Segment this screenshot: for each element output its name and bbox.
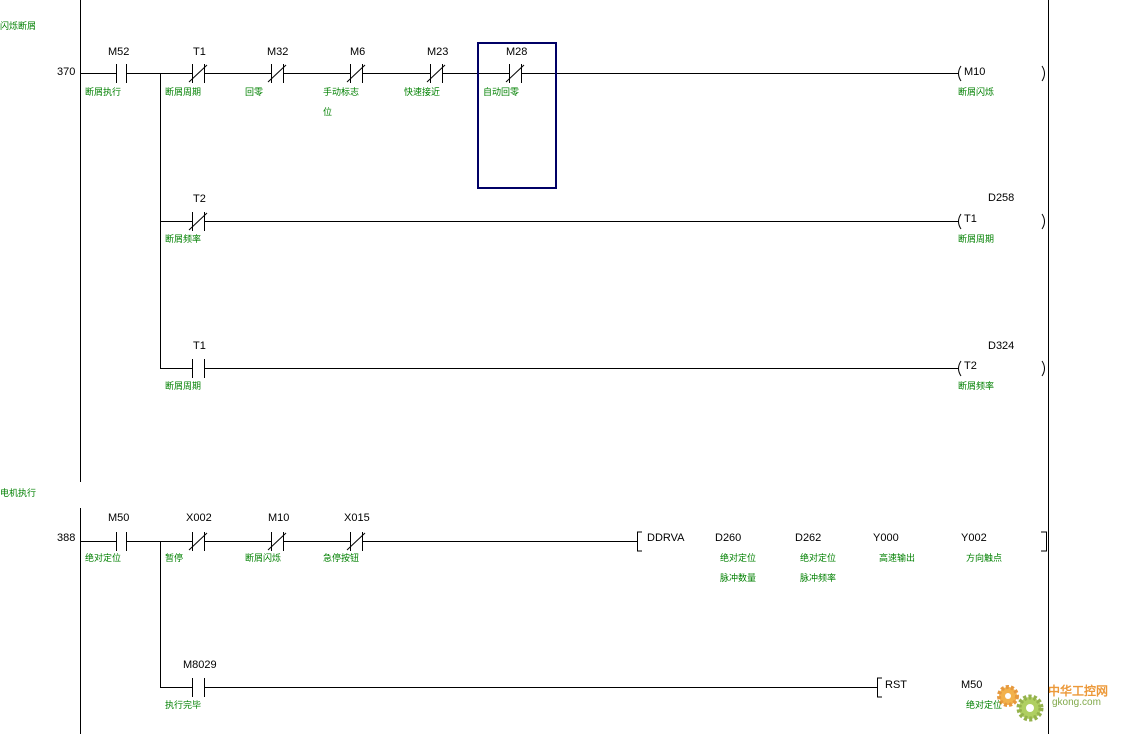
operand-comment: 脉冲数量 — [720, 572, 756, 583]
watermark-url: gkong.com — [1052, 697, 1101, 708]
gear-icon — [997, 685, 1044, 722]
step-number: 370 — [57, 66, 75, 78]
contact-m10[interactable]: M10 断屑闪烁 — [245, 512, 289, 563]
operand-label: Y000 — [873, 532, 899, 544]
contact-x015[interactable]: X015 急停按钮 — [323, 512, 370, 563]
contact-comment: 断屑周期 — [165, 380, 201, 391]
operand-comment: 绝对定位 — [966, 699, 1002, 710]
operand-label: D262 — [795, 532, 821, 544]
contact-m32[interactable]: M32 回零 — [245, 46, 288, 97]
contact-device-label: M8029 — [183, 659, 217, 671]
watermark-brand: 中华工控网 — [1048, 684, 1109, 698]
contact-device-label: T1 — [193, 46, 206, 58]
coil-timer-t2[interactable]: D324 T2 断屑频率 — [958, 340, 1045, 391]
operand-comment: 方向触点 — [966, 552, 1002, 563]
contact-device-label: M52 — [108, 46, 129, 58]
contact-comment: 断屑周期 — [165, 86, 201, 97]
operand-label: M50 — [961, 679, 982, 691]
contact-m50[interactable]: M50 绝对定位 — [85, 512, 129, 563]
operand-label: D260 — [715, 532, 741, 544]
coil-device-label: T2 — [964, 360, 977, 372]
contact-comment: 暂停 — [165, 552, 183, 563]
contact-device-label: T2 — [193, 193, 206, 205]
instruction-ddrva[interactable]: DDRVA D260 绝对定位 脉冲数量 D262 绝对定位 脉冲频率 Y000… — [637, 531, 1047, 583]
contact-m8029[interactable]: M8029 执行完毕 — [165, 659, 217, 710]
coil-timer-t1[interactable]: D258 T1 断屑周期 — [958, 192, 1045, 244]
instruction-name: DDRVA — [647, 532, 685, 544]
operand-label: Y002 — [961, 532, 987, 544]
contact-comment: 急停按钮 — [323, 552, 359, 563]
rung-wire — [80, 73, 958, 369]
contact-device-label: M28 — [506, 46, 527, 58]
contact-device-label: M50 — [108, 512, 129, 524]
block-comment: 闪烁断屑 — [0, 20, 36, 31]
watermark-logo: 中华工控网 gkong.com — [990, 676, 1122, 730]
contact-comment: 绝对定位 — [85, 552, 121, 563]
contact-comment: 执行完毕 — [165, 699, 201, 710]
instruction-rst[interactable]: RST M50 绝对定位 — [877, 677, 1003, 710]
operand-comment: 绝对定位 — [720, 552, 756, 563]
contact-device-label: M6 — [350, 46, 365, 58]
contact-m28[interactable]: M28 自动回零 — [483, 46, 527, 97]
contact-device-label: M32 — [267, 46, 288, 58]
contact-comment: 手动标志 — [323, 86, 359, 97]
coil-comment: 断屑闪烁 — [958, 86, 994, 97]
selection-cursor[interactable] — [477, 42, 557, 189]
contact-comment: 断屑频率 — [165, 233, 201, 244]
contact-comment: 位 — [323, 106, 332, 117]
contact-comment: 回零 — [245, 87, 263, 97]
coil-comment: 断屑频率 — [958, 380, 994, 391]
contact-device-label: T1 — [193, 340, 206, 352]
contact-device-label: X015 — [344, 512, 370, 524]
contact-comment: 断屑执行 — [85, 86, 121, 97]
contact-t1-no[interactable]: T1 断屑周期 — [165, 340, 206, 391]
contact-m6[interactable]: M6 手动标志 位 — [323, 46, 366, 117]
contact-m52[interactable]: M52 断屑执行 — [85, 46, 129, 97]
contact-device-label: M10 — [268, 512, 289, 524]
coil-m10[interactable]: M10 断屑闪烁 — [958, 65, 1045, 97]
coil-device-label: T1 — [964, 213, 977, 225]
coil-setpoint: D258 — [988, 192, 1014, 204]
contact-device-label: M23 — [427, 46, 448, 58]
contact-m23[interactable]: M23 快速接近 — [404, 46, 448, 97]
contact-x002[interactable]: X002 暂停 — [165, 512, 212, 563]
block-comment: 电机执行 — [0, 487, 36, 498]
operand-comment: 脉冲频率 — [800, 572, 836, 583]
step-number: 388 — [57, 532, 75, 544]
contact-t1[interactable]: T1 断屑周期 — [165, 46, 208, 97]
operand-comment: 高速输出 — [879, 552, 915, 563]
coil-setpoint: D324 — [988, 340, 1014, 352]
contact-t2[interactable]: T2 断屑频率 — [165, 193, 208, 244]
contact-device-label: X002 — [186, 512, 212, 524]
contact-comment: 断屑闪烁 — [245, 552, 281, 563]
contact-comment: 快速接近 — [404, 86, 440, 97]
rung-wire — [80, 541, 877, 688]
operand-comment: 绝对定位 — [800, 552, 836, 563]
contact-comment: 自动回零 — [483, 86, 519, 97]
instruction-name: RST — [885, 679, 907, 691]
coil-comment: 断屑周期 — [958, 233, 994, 244]
coil-device-label: M10 — [964, 66, 985, 78]
